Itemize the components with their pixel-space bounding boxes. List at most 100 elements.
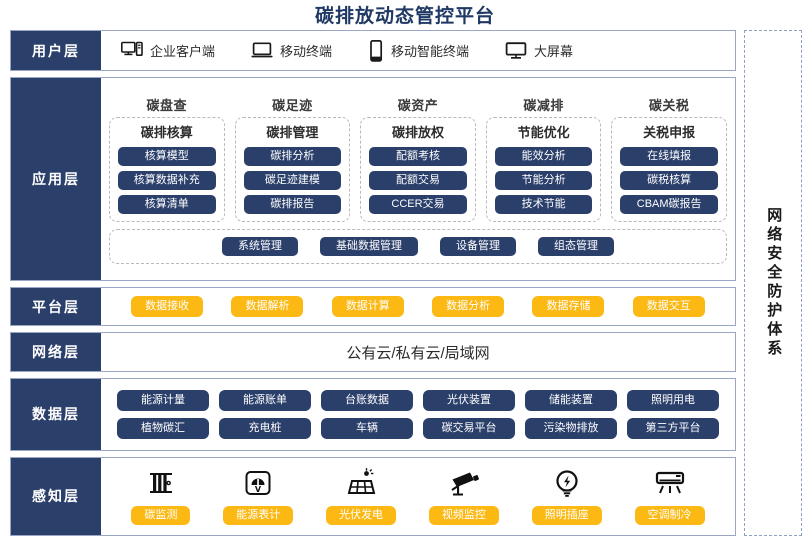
data-item-pollutant-emission[interactable]: 污染物排放 — [525, 417, 617, 439]
data-item-plant-carbon-sink[interactable]: 植物碳汇 — [117, 417, 209, 439]
app-group-item[interactable]: 核算模型 — [118, 146, 216, 166]
data-item-charging-pile[interactable]: 充电桩 — [219, 417, 311, 439]
app-group-item[interactable]: 在线填报 — [620, 146, 718, 166]
layer-network-body: 公有云/私有云/局域网 — [101, 333, 735, 371]
app-bottom-item-basic-data-management[interactable]: 基础数据管理 — [320, 236, 418, 256]
security-column: 网络安全防护体系 — [744, 30, 802, 536]
sensing-item-energy-meter[interactable]: V 能源表计 — [223, 466, 294, 525]
platform-item-data-exchange[interactable]: 数据交互 — [632, 296, 705, 318]
user-item-large-screen[interactable]: 大屏幕 — [505, 41, 573, 60]
app-group-box: 关税申报 在线填报 碳税核算 CBAM碳报告 — [611, 116, 727, 222]
user-item-label: 大屏幕 — [534, 44, 574, 60]
layer-data-label: 数据层 — [11, 378, 101, 450]
layer-platform-body: 数据接收 数据解析 数据计算 数据分析 数据存储 数据交互 — [101, 288, 735, 326]
layer-sensing-body: 碳监测 V 能源表计 — [101, 458, 735, 535]
app-group-item[interactable]: 配额交易 — [369, 170, 467, 190]
data-item-third-party-platform[interactable]: 第三方平台 — [627, 417, 719, 439]
sensing-item-lighting-socket[interactable]: 照明插座 — [531, 466, 602, 525]
layer-sensing: 感知层 — [10, 456, 736, 536]
sensing-item-label: 碳监测 — [131, 505, 191, 525]
data-item-storage-device[interactable]: 储能装置 — [525, 389, 617, 411]
platform-item-list: 数据接收 数据解析 数据计算 数据分析 数据存储 数据交互 — [107, 296, 729, 318]
cctv-camera-icon — [448, 466, 480, 500]
sensing-item-video-surveillance[interactable]: 视频监控 — [428, 466, 499, 525]
platform-item-data-compute[interactable]: 数据计算 — [331, 296, 404, 318]
app-group-subtitle: 关税申报 — [643, 124, 696, 140]
layer-network: 网络层 公有云/私有云/局域网 — [10, 332, 736, 372]
app-group-carbon-inventory: 碳盘查 碳排核算 核算模型 核算数据补充 核算清单 — [109, 95, 225, 222]
smartphone-icon — [368, 39, 384, 62]
sensing-item-air-conditioning[interactable]: 空调制冷 — [634, 466, 705, 525]
layers-and-security: 用户层 — [0, 30, 810, 536]
layer-application-body: 碳盘查 碳排核算 核算模型 核算数据补充 核算清单 碳足迹 — [101, 78, 735, 279]
data-item-vehicle[interactable]: 车辆 — [321, 417, 413, 439]
desktop-tower-icon — [121, 41, 143, 60]
sensing-item-label: 空调制冷 — [634, 505, 705, 525]
app-bottom-item-configuration-management[interactable]: 组态管理 — [538, 236, 614, 256]
user-item-enterprise-client[interactable]: 企业客户端 — [121, 41, 215, 60]
app-group-box: 节能优化 能效分析 节能分析 技术节能 — [485, 116, 602, 222]
svg-text:V: V — [255, 485, 262, 494]
carbon-sensor-icon — [146, 466, 176, 500]
layer-sensing-label: 感知层 — [11, 457, 101, 535]
app-group-item[interactable]: 能效分析 — [494, 146, 593, 166]
app-group-item[interactable]: 节能分析 — [494, 170, 593, 190]
monitor-icon — [505, 41, 527, 60]
sensing-item-list: 碳监测 V 能源表计 — [107, 466, 729, 527]
sensing-item-carbon-monitoring[interactable]: 碳监测 — [131, 466, 191, 525]
app-group-item[interactable]: 碳税核算 — [620, 170, 718, 190]
app-group-item[interactable]: 技术节能 — [494, 194, 593, 214]
app-group-title: 碳关税 — [648, 97, 690, 113]
layer-user-label: 用户层 — [11, 31, 101, 71]
app-group-item[interactable]: 配额考核 — [369, 146, 467, 166]
lightbulb-icon — [553, 466, 581, 500]
platform-item-data-parse[interactable]: 数据解析 — [231, 296, 304, 318]
platform-item-data-receive[interactable]: 数据接收 — [131, 296, 204, 318]
sensing-item-label: 视频监控 — [428, 505, 499, 525]
sensing-item-label: 光伏发电 — [326, 505, 397, 525]
user-item-list: 企业客户端 移动终端 — [107, 39, 729, 62]
app-group-title: 碳足迹 — [272, 97, 313, 113]
app-bottom-item-device-management[interactable]: 设备管理 — [440, 236, 516, 256]
user-item-label: 企业客户端 — [150, 44, 216, 60]
data-item-energy-bill[interactable]: 能源账单 — [219, 389, 311, 411]
app-group-box: 碳排管理 碳排分析 碳足迹建模 碳排报告 — [234, 116, 351, 222]
app-group-item[interactable]: 碳足迹建模 — [243, 170, 342, 190]
page-title: 碳排放动态管控平台 — [314, 6, 495, 27]
layer-network-label: 网络层 — [11, 333, 101, 371]
sensing-item-solar-power[interactable]: 光伏发电 — [326, 466, 397, 525]
app-group-item[interactable]: CBAM碳报告 — [620, 194, 718, 214]
user-item-mobile-terminal[interactable]: 移动终端 — [251, 41, 332, 60]
platform-item-data-analysis[interactable]: 数据分析 — [432, 296, 505, 318]
data-item-lighting-power[interactable]: 照明用电 — [627, 389, 719, 411]
data-item-pv-device[interactable]: 光伏装置 — [423, 389, 515, 411]
app-group-title: 碳盘查 — [146, 97, 188, 113]
app-group-box: 碳排核算 核算模型 核算数据补充 核算清单 — [109, 116, 225, 222]
user-item-label: 移动终端 — [280, 44, 333, 60]
app-bottom-item-system-management[interactable]: 系统管理 — [222, 236, 298, 256]
application-bottom-toolbar: 系统管理 基础数据管理 设备管理 组态管理 — [109, 228, 727, 264]
layer-data: 数据层 能源计量 能源账单 台账数据 光伏装置 储能装置 照明用电 植物碳汇 — [10, 377, 736, 451]
sensing-item-label: 照明插座 — [531, 505, 602, 525]
user-item-smart-mobile-terminal[interactable]: 移动智能终端 — [368, 39, 470, 62]
application-group-list: 碳盘查 碳排核算 核算模型 核算数据补充 核算清单 碳足迹 — [109, 95, 727, 222]
security-column-label: 网络安全防护体系 — [765, 207, 783, 359]
network-text: 公有云/私有云/局域网 — [346, 344, 490, 362]
app-group-carbon-footprint: 碳足迹 碳排管理 碳排分析 碳足迹建模 碳排报告 — [234, 95, 351, 222]
data-item-energy-metering[interactable]: 能源计量 — [117, 389, 209, 411]
data-item-ledger-data[interactable]: 台账数据 — [321, 389, 413, 411]
app-group-item[interactable]: 碳排分析 — [243, 146, 342, 166]
app-group-item[interactable]: 碳排报告 — [243, 194, 342, 214]
app-group-item[interactable]: 核算数据补充 — [118, 170, 216, 190]
user-item-label: 移动智能终端 — [391, 44, 470, 60]
app-group-item[interactable]: CCER交易 — [369, 194, 467, 214]
app-group-item[interactable]: 核算清单 — [118, 194, 216, 214]
layer-data-body: 能源计量 能源账单 台账数据 光伏装置 储能装置 照明用电 植物碳汇 充电桩 车… — [101, 379, 735, 450]
app-group-subtitle: 碳排放权 — [391, 124, 444, 140]
app-group-subtitle: 碳排管理 — [266, 124, 319, 140]
data-item-carbon-trading-platform[interactable]: 碳交易平台 — [423, 417, 515, 439]
platform-item-data-storage[interactable]: 数据存储 — [532, 296, 605, 318]
layer-platform-label: 平台层 — [11, 287, 101, 326]
layer-application-label: 应用层 — [11, 78, 101, 280]
